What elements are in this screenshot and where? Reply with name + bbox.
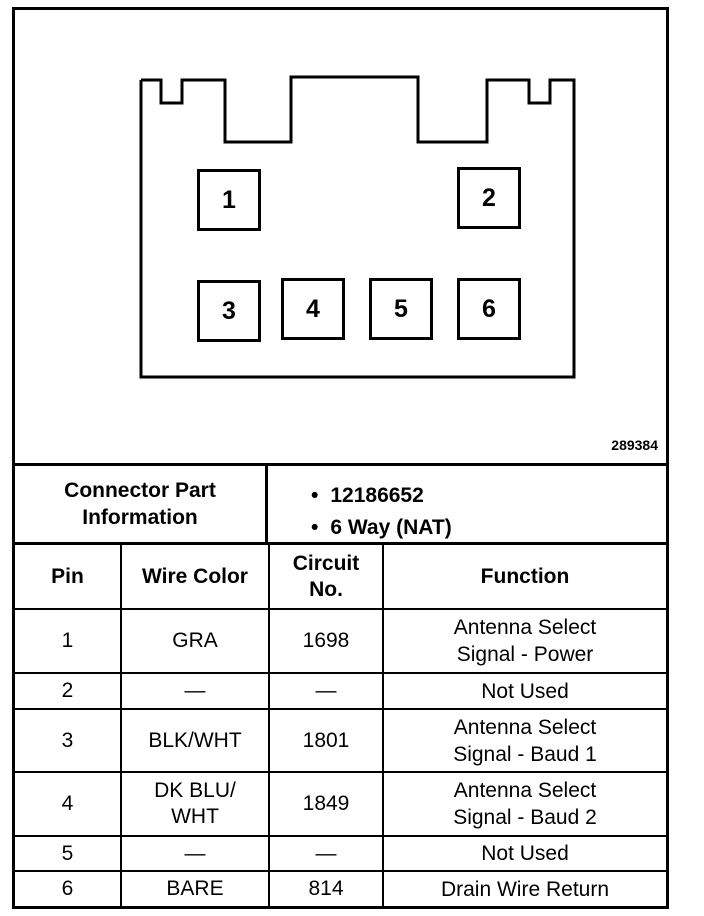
pin-number: 3	[222, 296, 236, 325]
pin-number: 2	[482, 183, 496, 212]
cell-pin: 2	[15, 672, 122, 710]
connector-sheet: 1 2 3 4 5 6 289384 Connector Part Inform…	[12, 7, 669, 909]
cell-pin: 1	[15, 608, 122, 674]
cell-circuit: 1849	[268, 771, 384, 837]
table-row: 6 BARE 814 Drain Wire Return	[15, 870, 666, 906]
pin-cavity-4: 4	[281, 278, 345, 340]
pin-number: 5	[394, 294, 408, 323]
cell-circuit: 814	[268, 870, 384, 906]
part-type: 6 Way (NAT)	[311, 512, 451, 544]
pin-cavity-6: 6	[457, 278, 521, 340]
cell-function: Antenna Select Signal - Baud 2	[382, 771, 666, 837]
table-row: 3 BLK/WHT 1801 Antenna Select Signal - B…	[15, 708, 666, 773]
cell-function: Antenna Select Signal - Baud 1	[382, 708, 666, 773]
header-wire-color: Wire Color	[120, 545, 270, 610]
cell-circuit: 1698	[268, 608, 384, 674]
cell-pin: 6	[15, 870, 122, 906]
pin-cavity-5: 5	[369, 278, 433, 340]
cell-pin: 4	[15, 771, 122, 837]
part-info-label-line: Information	[82, 506, 198, 529]
cell-wire-color: DK BLU/ WHT	[120, 771, 270, 837]
part-info-label: Connector Part Information	[15, 466, 268, 542]
cell-wire-color: BARE	[120, 870, 270, 906]
cell-function: Antenna Select Signal - Power	[382, 608, 666, 674]
header-circuit-line: No.	[309, 577, 343, 601]
figure-id: 289384	[611, 437, 658, 453]
cell-function: Not Used	[382, 672, 666, 710]
function-line: Signal - Baud 1	[453, 742, 597, 766]
function-line: Antenna Select	[453, 715, 597, 739]
pin-number: 1	[222, 185, 236, 214]
wire-color-line: DK BLU/	[154, 779, 236, 802]
cell-circuit: —	[268, 835, 384, 872]
pin-table: Pin Wire Color Circuit No. Function 1 GR…	[15, 545, 666, 906]
connector-outline	[139, 75, 576, 379]
cell-pin: 3	[15, 708, 122, 773]
function-line: Antenna Select	[453, 616, 597, 639]
function-line: Signal - Baud 2	[453, 806, 597, 829]
pin-number: 6	[482, 294, 496, 323]
header-circuit-line: Circuit	[292, 551, 360, 575]
connector-diagram: 1 2 3 4 5 6 289384	[15, 10, 666, 465]
cell-circuit: —	[268, 672, 384, 710]
cell-pin: 5	[15, 835, 122, 872]
cell-function: Drain Wire Return	[382, 870, 666, 906]
header-function: Function	[382, 545, 666, 610]
part-info-label-line: Connector Part	[64, 479, 216, 502]
cell-function: Not Used	[382, 835, 666, 872]
cell-wire-color: BLK/WHT	[120, 708, 270, 773]
table-row: 2 — — Not Used	[15, 672, 666, 710]
function-line: Signal - Power	[456, 643, 594, 666]
part-info-row: Connector Part Information 12186652 6 Wa…	[15, 463, 666, 545]
wire-color-line: WHT	[171, 805, 219, 828]
table-header-row: Pin Wire Color Circuit No. Function	[15, 545, 666, 610]
table-row: 5 — — Not Used	[15, 835, 666, 872]
pin-cavity-2: 2	[457, 167, 521, 229]
table-row: 4 DK BLU/ WHT 1849 Antenna Select Signal…	[15, 771, 666, 837]
header-pin: Pin	[15, 545, 122, 610]
pin-cavity-1: 1	[197, 169, 261, 231]
table-row: 1 GRA 1698 Antenna Select Signal - Power	[15, 608, 666, 674]
pin-number: 4	[306, 294, 320, 323]
cell-circuit: 1801	[268, 708, 384, 773]
pin-cavity-3: 3	[197, 280, 261, 342]
cell-wire-color: —	[120, 672, 270, 710]
function-line: Antenna Select	[453, 779, 597, 802]
cell-wire-color: GRA	[120, 608, 270, 674]
header-circuit: Circuit No.	[268, 545, 384, 610]
part-number: 12186652	[311, 480, 452, 512]
cell-wire-color: —	[120, 835, 270, 872]
part-info-list: 12186652 6 Way (NAT)	[311, 480, 452, 544]
